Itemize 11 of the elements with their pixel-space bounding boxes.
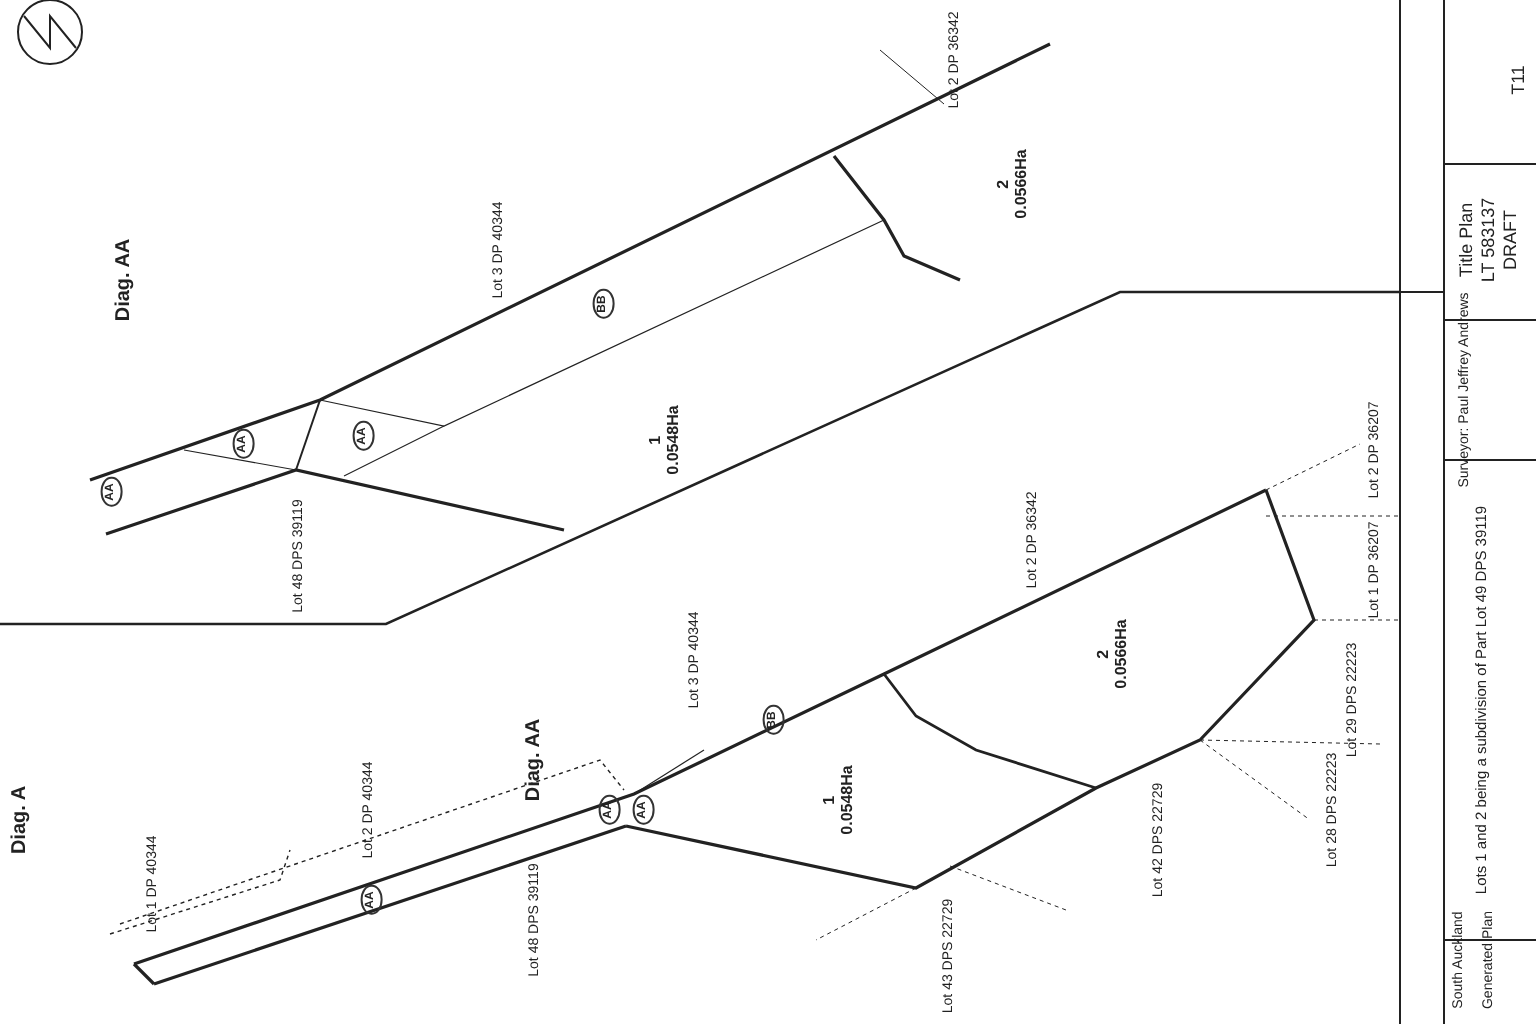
plan-type: Title Plan [1458,202,1478,278]
plan-status: DRAFT [1502,210,1522,270]
plan-number: LT 583137 [1480,197,1500,283]
sheet-number: T11 [1510,65,1530,95]
parcel-label: 1 0.0548Ha [648,405,684,475]
parcel-label: 1 0.0548Ha [822,765,858,835]
view-heading: Diag. AA [113,238,135,322]
view-heading: Diag. AA [523,718,545,802]
parcel-label: 2 0.0566Ha [996,149,1032,219]
view-heading: Diag. A [9,785,31,855]
parcel-label: 2 0.0566Ha [1096,619,1132,689]
